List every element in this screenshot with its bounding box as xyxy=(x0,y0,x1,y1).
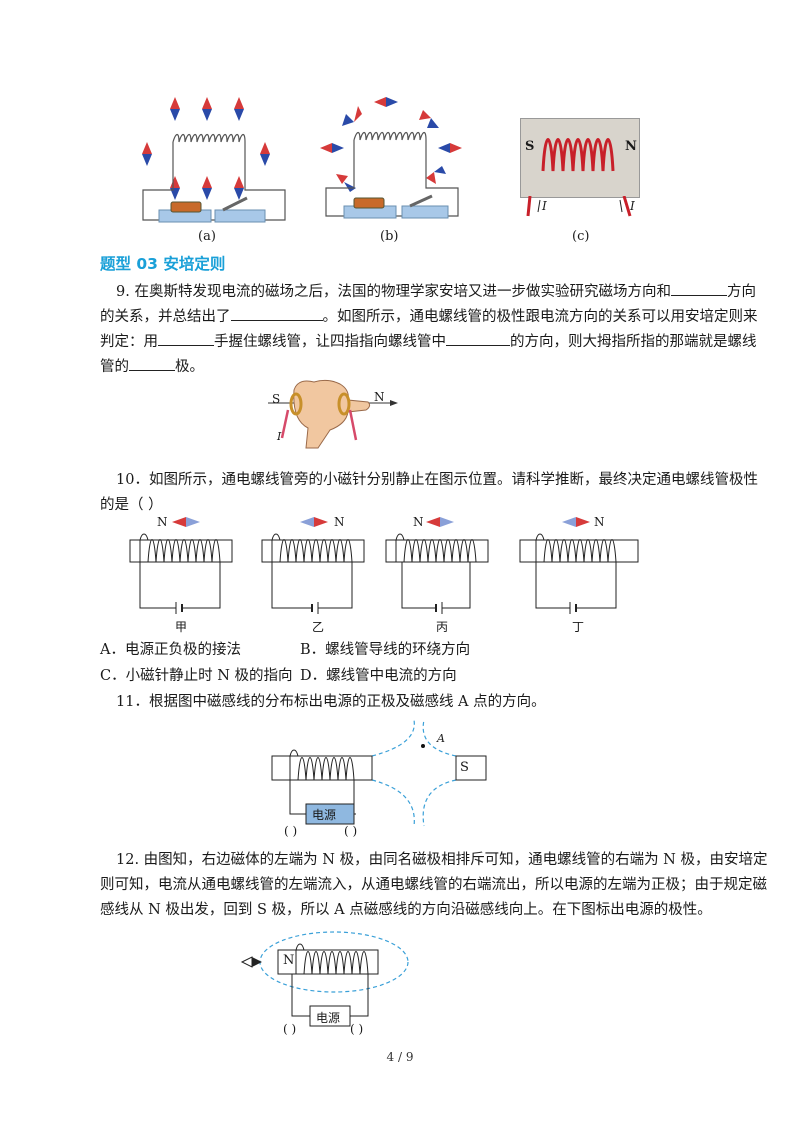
switch-lever xyxy=(409,194,433,208)
q10-figures xyxy=(129,517,639,614)
battery-icon xyxy=(170,201,202,213)
q9-blank-5[interactable] xyxy=(129,355,175,371)
hand-icon xyxy=(293,379,371,449)
q10-fig-label-jia: 甲 xyxy=(175,620,188,634)
q11-figure xyxy=(271,720,487,827)
q12-paren-right[interactable]: ( ) xyxy=(350,1022,364,1036)
solenoid-coil xyxy=(325,131,459,217)
figure-b xyxy=(320,97,462,219)
caption-a: (a) xyxy=(198,229,216,244)
q10-option-b[interactable]: B．螺线管导线的环绕方向 xyxy=(300,642,471,658)
page-number: 4 / 9 xyxy=(386,1050,414,1064)
solenoid-yi xyxy=(261,517,365,614)
caption-b: (b) xyxy=(380,229,399,244)
point-a xyxy=(421,744,425,748)
q9-line-3: 判定：用手握住螺线管，让四指指向螺线管中的方向，则大拇指所指的那端就是螺线 xyxy=(100,330,757,352)
q9-line-2: 的关系，并总结出了。如图所示，通电螺线管的极性跟电流方向的关系可以用安培定则来 xyxy=(100,305,758,327)
q11-magnet-label: S xyxy=(460,760,469,775)
q11-paren-left[interactable]: ( ) xyxy=(284,824,298,838)
q12-figure xyxy=(240,931,409,1027)
q12-paren-left[interactable]: ( ) xyxy=(283,1022,297,1036)
q9-hand-figure xyxy=(268,379,398,449)
figure-c-leads xyxy=(526,196,632,217)
q10-line-2: 的是（ ） xyxy=(100,497,163,513)
q10-option-c[interactable]: C．小磁针静止时 N 极的指向 xyxy=(100,668,293,684)
q9-line-4: 管的极。 xyxy=(100,355,204,377)
coil-wire xyxy=(289,392,351,416)
solenoid-jia xyxy=(129,517,233,614)
solenoid-ding xyxy=(519,517,639,614)
q9-blank-4[interactable] xyxy=(446,330,510,346)
photo-label-s: S xyxy=(525,139,535,154)
q10-needle-label-jia: N xyxy=(157,515,168,529)
switch-base xyxy=(214,209,266,223)
solenoid-bing xyxy=(385,517,489,614)
q9-blank-2[interactable] xyxy=(230,305,323,321)
q10-needle-label-ding: N xyxy=(594,515,605,529)
q12-line-3: 感线从 N 极出发，回到 S 极，所以 A 点磁感线的方向沿磁感线向上。在下图标… xyxy=(100,902,712,918)
photo-current-label-right: I xyxy=(630,199,635,213)
q11-paren-right[interactable]: ( ) xyxy=(344,824,358,838)
q10-line-1: 10．如图所示，通电螺线管旁的小磁针分别静止在图示位置。请科学推断，最终决定通电… xyxy=(116,472,758,488)
q9-line-1: 9. 在奥斯特发现电流的磁场之后，法国的物理学家安培又进一步做实验研究磁场方向和… xyxy=(116,280,756,302)
solenoid-coil xyxy=(291,943,369,1017)
power-box xyxy=(305,803,355,825)
figure-c: S N xyxy=(520,118,640,198)
q12-coil-label: N xyxy=(283,953,295,968)
switch-base xyxy=(401,205,449,219)
q10-option-d[interactable]: D．螺线管中电流的方向 xyxy=(300,668,457,684)
q11-point-a-label: A xyxy=(437,732,445,745)
power-box xyxy=(309,1005,351,1027)
q9-fig-label-n: N xyxy=(374,390,385,404)
q10-fig-label-yi: 乙 xyxy=(312,620,325,634)
photo-current-label-left: I xyxy=(542,199,547,213)
q12-line-1: 12. 由图知，右边磁体的左端为 N 极，由同名磁极相排斥可知，通电螺线管的右端… xyxy=(116,852,768,868)
q9-fig-label-s: S xyxy=(272,392,281,406)
q11-text: 11．根据图中磁感线的分布标出电源的正极及磁感线 A 点的方向。 xyxy=(116,694,546,710)
field-lines xyxy=(371,720,457,827)
photo-label-n: N xyxy=(625,139,637,154)
section-heading: 题型 03 安培定则 xyxy=(100,255,226,273)
figure-a xyxy=(142,97,286,223)
switch-lever xyxy=(222,196,248,212)
q11-power-label: 电源 xyxy=(312,808,337,822)
q9-fig-label-i: I xyxy=(277,430,282,443)
compass-needle-icon xyxy=(142,97,270,200)
compass-needle-icon xyxy=(240,956,262,968)
compass-needle-icon xyxy=(320,97,462,192)
battery-icon xyxy=(353,197,385,209)
q10-fig-label-bing: 丙 xyxy=(436,620,449,634)
caption-c: (c) xyxy=(572,229,590,244)
q10-fig-label-ding: 丁 xyxy=(572,620,585,634)
solenoid-photo xyxy=(541,138,615,172)
q10-option-a[interactable]: A．电源正负极的接法 xyxy=(100,642,241,658)
magnet-s xyxy=(455,755,487,781)
q12-line-2: 则可知，电流从通电螺线管的左端流入，从通电螺线管的右端流出，所以电源的左端为正极… xyxy=(100,877,767,893)
q9-blank-3[interactable] xyxy=(158,330,214,346)
q12-power-label: 电源 xyxy=(316,1011,341,1025)
q10-needle-label-yi: N xyxy=(334,515,345,529)
solenoid-coil xyxy=(142,133,286,221)
q10-needle-label-bing: N xyxy=(413,515,424,529)
q9-blank-1[interactable] xyxy=(670,280,727,296)
